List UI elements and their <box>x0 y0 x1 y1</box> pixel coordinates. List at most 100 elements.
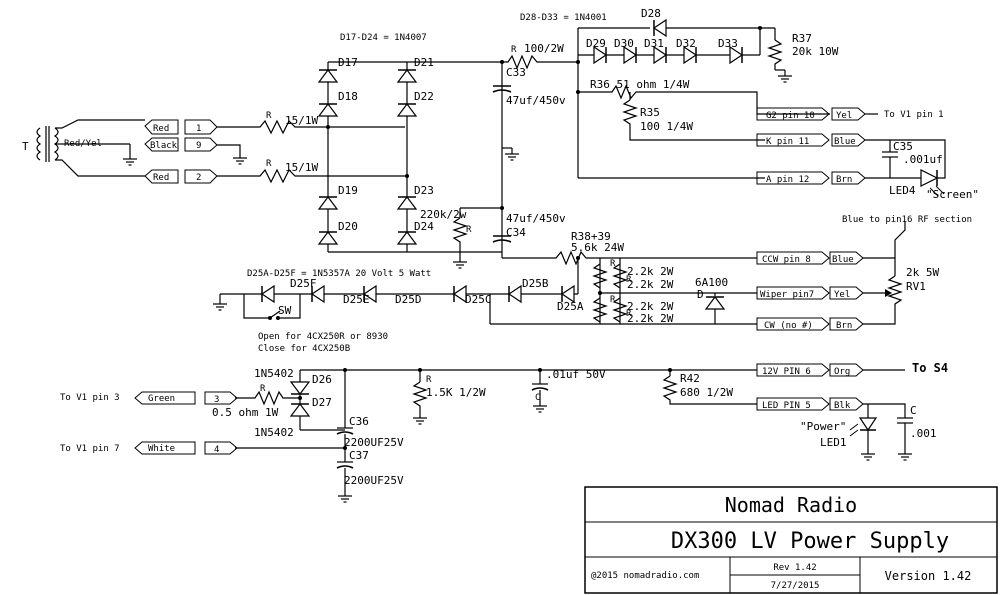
d29-label: D29 <box>586 37 606 50</box>
r15-value: 1.5K 1/2W <box>426 386 486 399</box>
bridge-rectifier <box>318 61 502 253</box>
conn-pin-label: 9 <box>196 141 201 151</box>
d26-part: 1N5402 <box>254 367 294 380</box>
transformer <box>36 119 145 177</box>
conn-pin-label: CCW pin 8 <box>762 255 811 265</box>
r3839-value: 5.6k 24W <box>571 241 624 254</box>
conn-pin-label: CW (no #) <box>764 321 813 331</box>
diode-string <box>576 19 793 178</box>
left-connector-green-3: Green 3 <box>134 391 238 405</box>
conn-pin-label: 12V PIN 6 <box>762 367 811 377</box>
low-resistor-label: R <box>260 384 266 394</box>
right-connector-12v: 12V PIN 6 Org <box>756 363 905 377</box>
bleeder-label: R <box>466 225 472 235</box>
d25f-label: D25F <box>290 277 317 290</box>
d25c-label: D25C <box>465 293 492 306</box>
r36-label: R36 51 ohm 1/4W <box>590 78 690 91</box>
r37-label: R37 <box>792 32 812 45</box>
to-v1-pin3: To V1 pin 3 <box>60 393 120 403</box>
d18-label: D18 <box>338 90 358 103</box>
r-b2-value: 2.2k 2W <box>627 312 674 325</box>
screen-label: "Screen" <box>926 188 979 201</box>
right-connector-cw: CW (no #) Brn <box>756 306 896 331</box>
left-connector-white-4: White 4 <box>134 441 238 455</box>
r-a2-value: 2.2k 2W <box>627 278 674 291</box>
conn-wire-label: Blue <box>834 137 856 147</box>
input-resistor-top-value: 15/1W <box>285 114 318 127</box>
c01-label: C <box>535 393 540 403</box>
conn-wire-label: Brn <box>836 175 852 185</box>
screen-resistors <box>576 84 830 179</box>
d22-label: D22 <box>414 90 434 103</box>
c36-label: C36 <box>349 415 369 428</box>
zener-note: D25A-D25F = 1N5357A 20 Volt 5 Watt <box>247 269 431 279</box>
rv1-pot <box>887 222 906 306</box>
bridge-diode-note: D17-D24 = 1N4007 <box>340 33 427 43</box>
conn-wire-label: Blk <box>834 401 851 411</box>
r15-label: R <box>426 375 432 385</box>
cled-value: .001 <box>910 427 937 440</box>
series-resistor-100 <box>502 54 578 70</box>
conn-wire-label: White <box>148 444 175 454</box>
low-resistor-value: 0.5 ohm 1W <box>212 406 279 419</box>
r-b1-label: R <box>610 295 616 305</box>
c01-value: .01uf 50V <box>546 368 606 381</box>
d25b-label: D25B <box>522 277 549 290</box>
diode-string-note: D28-D33 = 1N4001 <box>520 13 607 23</box>
bleeder-value: 220k/2w <box>420 208 467 221</box>
d21-label: D21 <box>414 56 434 69</box>
r3839-label: R38+39 <box>571 230 611 243</box>
conn-wire-label: Yel <box>834 290 850 300</box>
d23-label: D23 <box>414 184 434 197</box>
input-resistor-top-label: R <box>266 111 272 121</box>
c35-value: .001uf <box>903 153 943 166</box>
input-resistor-bottom-label: R <box>266 159 272 169</box>
left-connector-red-1: Red 1 <box>144 119 218 135</box>
low-voltage-rail <box>235 368 757 503</box>
d19-label: D19 <box>338 184 358 197</box>
conn-pin-label: A pin 12 <box>766 175 809 185</box>
copyright: @2015 nomadradio.com <box>591 571 699 581</box>
led1-label: LED1 <box>820 436 847 449</box>
led4-label: LED4 <box>889 184 916 197</box>
conn-pin-label: 2 <box>196 173 201 183</box>
conn-wire-label: Black <box>150 141 178 151</box>
transformer-label: T <box>22 140 29 153</box>
r42-label: R42 <box>680 372 700 385</box>
series-resistor-value: 100/2W <box>524 42 564 55</box>
rv1-label: RV1 <box>906 280 926 293</box>
blue-pin16-note: Blue to pin16 RF section <box>842 215 972 225</box>
c35-led4 <box>882 140 946 197</box>
r-b2-label: R <box>626 309 632 319</box>
revision-date: 7/27/2015 <box>771 581 820 591</box>
to-s4: To S4 <box>912 361 948 375</box>
c37-label: C37 <box>349 449 369 462</box>
right-connector-k: K pin 11 Blue <box>756 133 946 168</box>
conn-pin-label: K pin 11 <box>766 137 809 147</box>
left-connector-black-9: Black 9 <box>144 137 248 165</box>
right-connector-wiper: Wiper pin7 Yel <box>756 286 892 300</box>
conn-wire-label: Red <box>153 124 169 134</box>
r42-value: 680 1/2W <box>680 386 733 399</box>
conn-pin-label: 1 <box>196 124 201 134</box>
c33-value: 47uf/450v <box>506 94 566 107</box>
right-connector-ccw: CCW pin 8 Blue <box>756 251 896 276</box>
d25d-label: D25D <box>395 293 422 306</box>
c37-value: 2200UF25V <box>344 474 404 487</box>
r-a1-label: R <box>610 259 616 269</box>
d33-label: D33 <box>718 37 738 50</box>
d27-part: 1N5402 <box>254 426 294 439</box>
conn-pin-label: G2 pin 10 <box>766 111 815 121</box>
c34-value: 47uf/450v <box>506 212 566 225</box>
right-connector-a: A pin 12 Brn <box>756 171 921 185</box>
input-resistor-bottom-value: 15/1W <box>285 161 318 174</box>
conn-wire-label: Red <box>153 173 169 183</box>
d25e-label: D25E <box>343 293 370 306</box>
d25a-label: D25A <box>557 300 584 313</box>
conn-pin-label: 3 <box>214 395 219 405</box>
to-v1-pin1: To V1 pin 1 <box>884 110 944 120</box>
revision: Rev 1.42 <box>773 563 816 573</box>
r-a1-value: 2.2k 2W <box>627 265 674 278</box>
input-resistor-bottom <box>217 168 405 184</box>
